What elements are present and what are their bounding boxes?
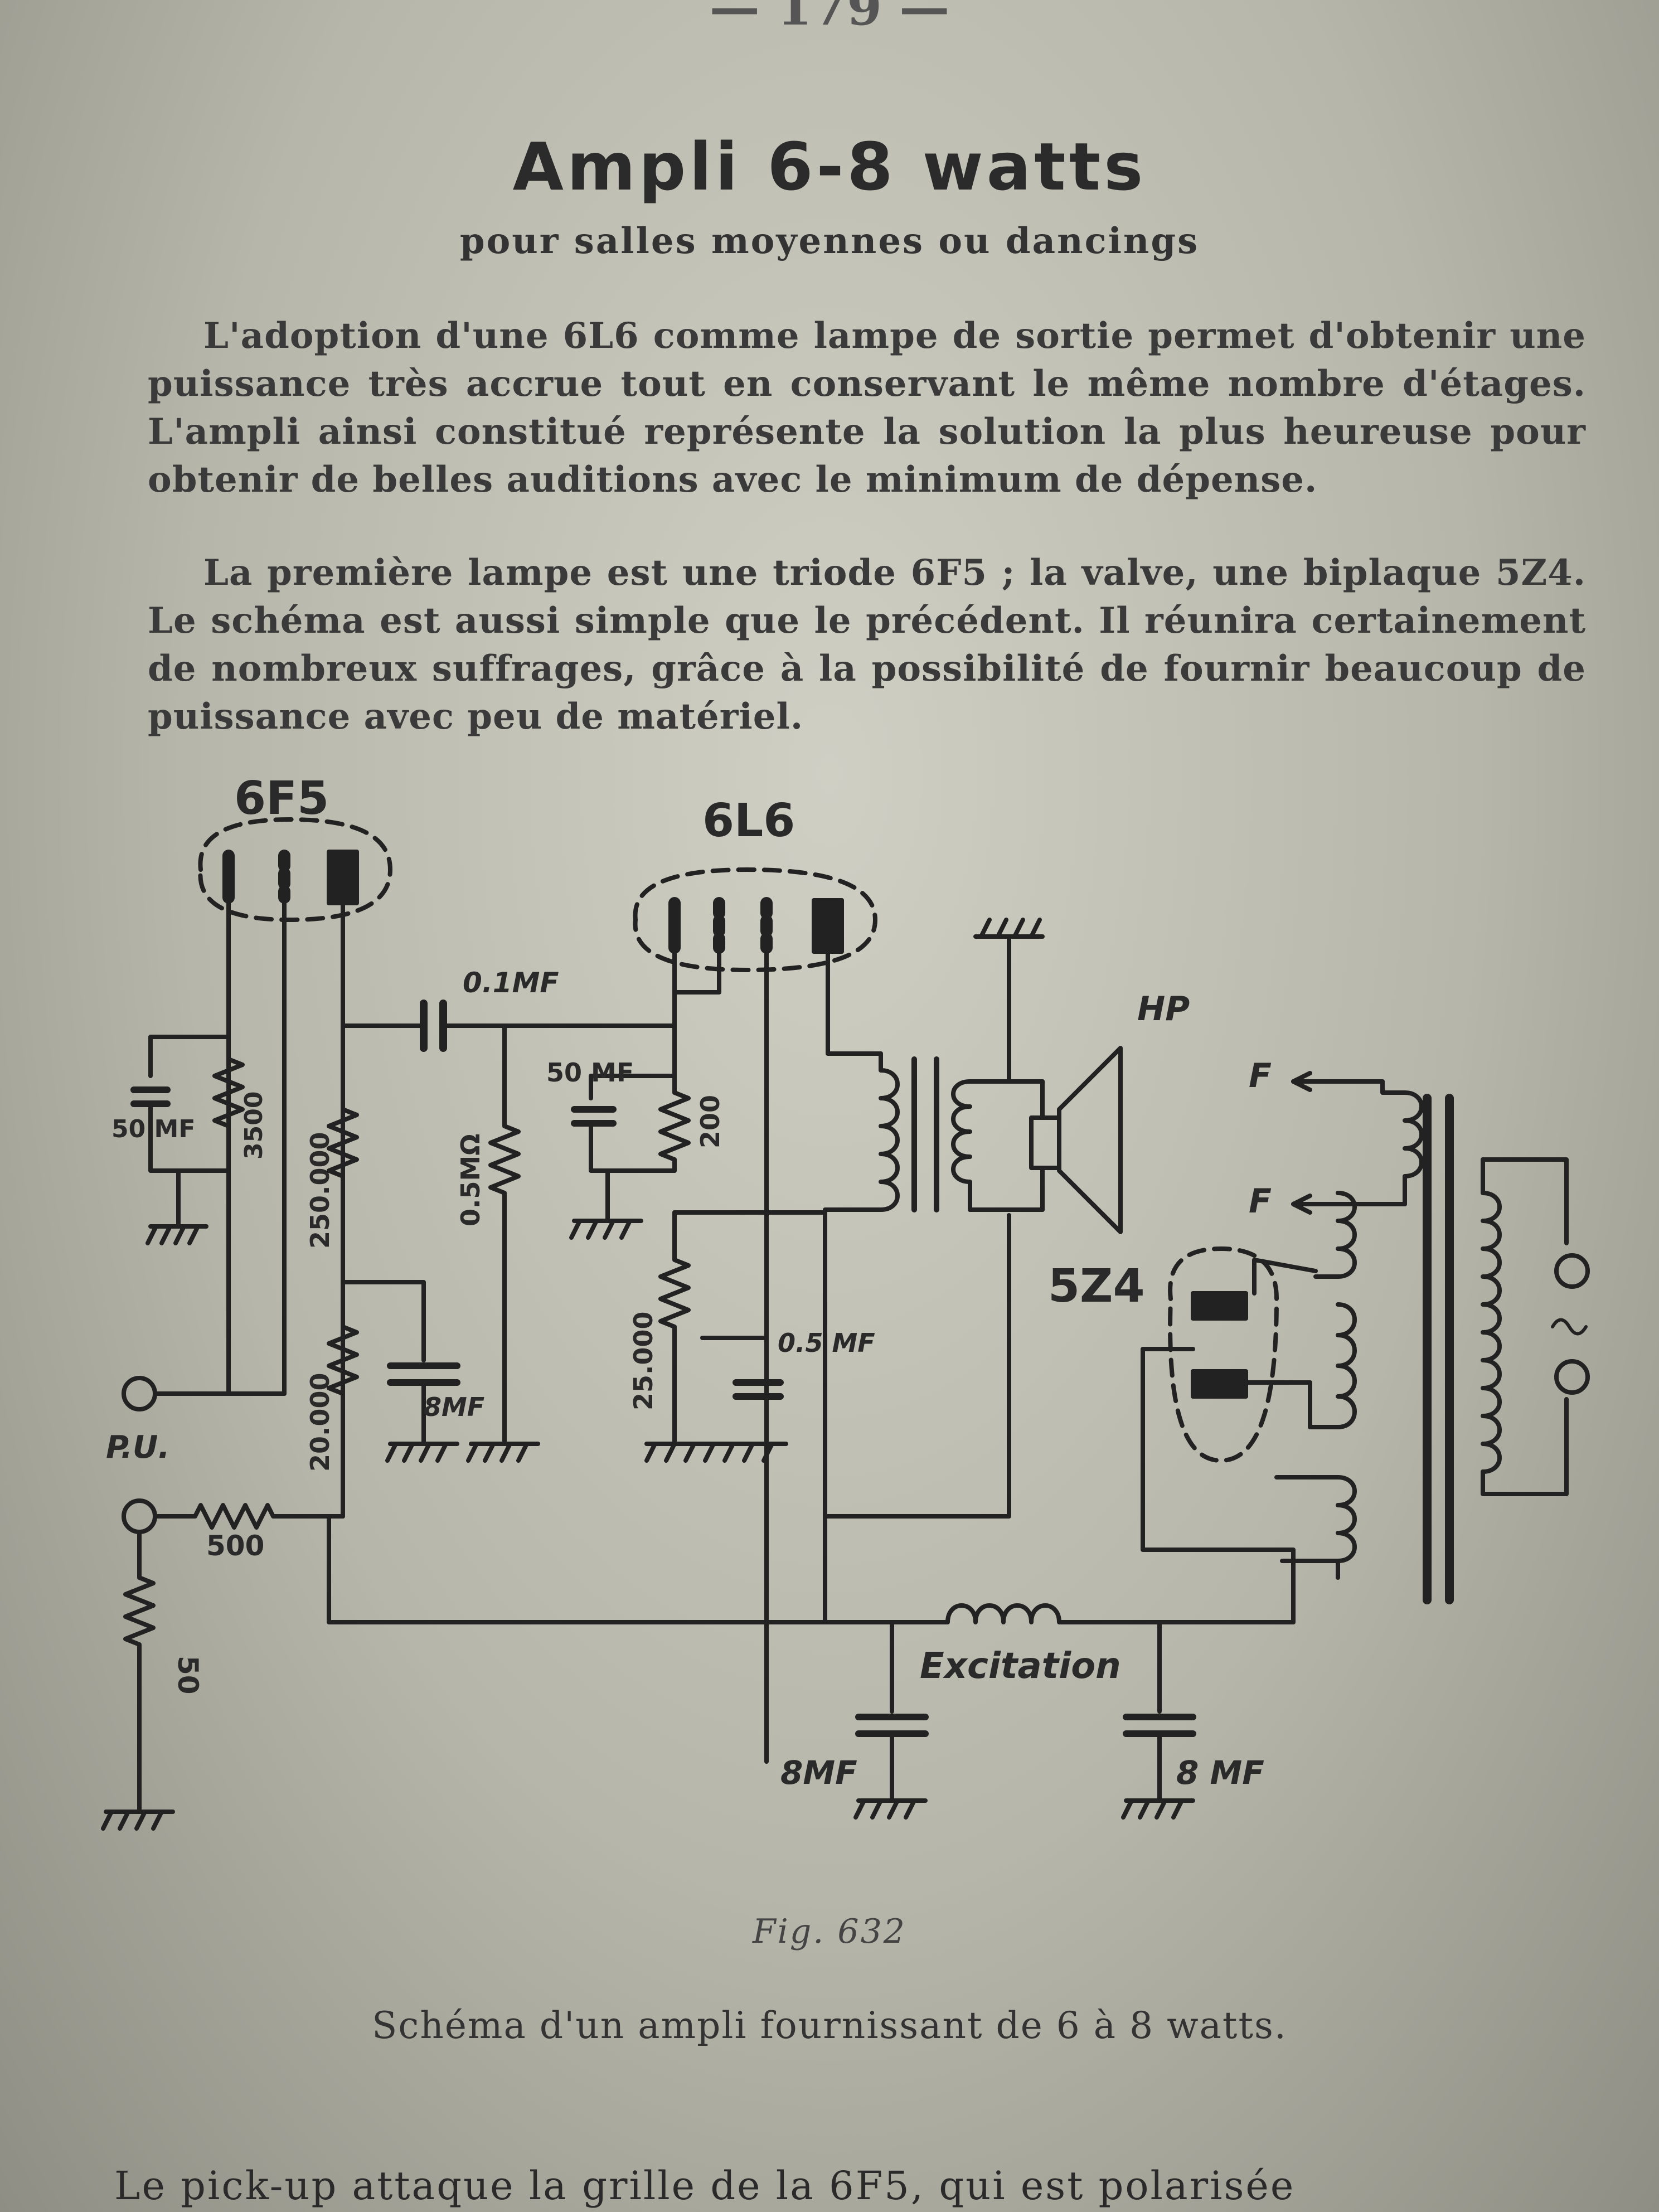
label-res-200: 200 <box>695 1095 725 1148</box>
label-res-250k: 250.000 <box>305 1132 335 1249</box>
page-title: Ampli 6-8 watts <box>512 128 1147 205</box>
label-6f5: 6F5 <box>234 772 329 825</box>
label-cap-8mf-b: 8MF <box>780 1754 857 1792</box>
label-cap-05mf: 0.5 MF <box>778 1328 875 1358</box>
label-cap-01mf: 0.1MF <box>463 967 559 999</box>
tube-6l6-symbol <box>633 867 877 972</box>
page-subtitle: pour salles moyennes ou dancings <box>459 220 1200 262</box>
label-res-25k: 25.000 <box>628 1311 658 1410</box>
label-f1: F <box>1249 1056 1272 1095</box>
label-5z4: 5Z4 <box>1048 1260 1145 1313</box>
amplifier-schematic: 6F5 6L6 5Z4 0.1MF 50 MF 50 MF 3500 250.0… <box>101 772 1590 1831</box>
label-cap-50mf-a: 50 MF <box>111 1115 195 1143</box>
figure-label: Fig. 632 <box>753 1912 906 1951</box>
label-pu: P.U. <box>106 1429 170 1466</box>
label-f2: F <box>1249 1182 1272 1221</box>
label-cap-8mf-c: 8 MF <box>1176 1754 1264 1792</box>
paragraph-tubes: La première lampe est une triode 6F5 ; l… <box>148 552 1586 738</box>
label-6l6: 6L6 <box>702 794 795 847</box>
label-excitation: Excitation <box>920 1646 1121 1687</box>
label-res-05m: 0.5MΩ <box>455 1134 486 1226</box>
tube-5z4-symbol <box>1168 1246 1279 1463</box>
paragraph-intro: L'adoption d'une 6L6 comme lampe de sort… <box>148 315 1586 501</box>
label-res-50: 50 <box>172 1656 204 1695</box>
page-number: — 179 — <box>709 0 950 37</box>
label-res-3500: 3500 <box>240 1092 268 1160</box>
label-res-500: 500 <box>206 1530 264 1562</box>
label-cap-50mf-b: 50 MF <box>546 1058 634 1088</box>
continuation-text: Le pick-up attaque la grille de la 6F5, … <box>114 2163 1296 2209</box>
label-res-20k: 20.000 <box>305 1372 335 1472</box>
figure-caption: Schéma d'un ampli fournissant de 6 à 8 w… <box>372 2004 1287 2047</box>
label-hp: HP <box>1137 989 1190 1029</box>
label-cap-8mf-a: 8MF <box>424 1392 484 1422</box>
